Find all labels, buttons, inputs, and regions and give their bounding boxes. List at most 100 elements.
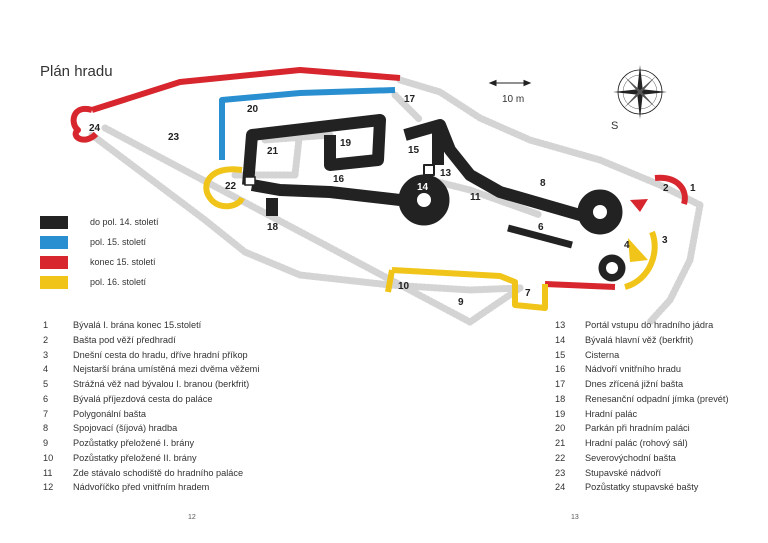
walls-16	[203, 166, 658, 311]
key-text: Dnešní cesta do hradu, dříve hradní přík…	[73, 349, 248, 360]
key-number: 17	[555, 379, 566, 389]
key-text: Pozůstatky přeložené I. brány	[73, 438, 195, 448]
map-label-14: 14	[417, 182, 429, 193]
map-label-23: 23	[168, 132, 180, 143]
key-text: Polygonální bašta	[73, 408, 147, 419]
key-item-11: 11 Zde stávalo schodiště do hradního palá…	[43, 466, 259, 481]
key-item-18: 18 Renesanční odpadní jímka (prevét)	[555, 392, 729, 407]
legend-label: do pol. 14. století	[90, 217, 159, 227]
legend-swatch	[40, 275, 68, 289]
key-item-3: 3 Dnešní cesta do hradu, dříve hradní pří…	[43, 348, 259, 363]
scale-label: 10 m	[502, 94, 524, 105]
map-label-7: 7	[525, 288, 531, 299]
map-label-3: 3	[662, 235, 668, 246]
key-item-17: 17 Dnes zřícená jižní bašta	[555, 377, 729, 392]
legend-swatch	[40, 215, 68, 229]
map-label-17: 17	[404, 94, 416, 105]
key-number: 14	[555, 334, 566, 345]
key-text: Bývalá příjezdová cesta do paláce	[73, 393, 213, 404]
tower-holes	[244, 176, 618, 274]
key-text: Nejstarší brána umístěná mezi dvěma věže…	[73, 364, 260, 375]
key-number: 5	[43, 379, 49, 389]
walls-14	[242, 114, 626, 282]
key-text: Renesanční odpadní jímka (prevét)	[585, 393, 729, 404]
key-text: Severovýchodní bašta	[585, 452, 676, 463]
key-text: Pozůstatky přeložené II. brány	[73, 452, 197, 463]
map-label-2: 2	[663, 183, 669, 194]
key-item-22: 22 Severovýchodní bašta	[555, 451, 729, 466]
key-text: Dnes zřícená jižní bašta	[585, 379, 684, 389]
key-text: Pozůstatky stupavské bašty	[585, 482, 699, 493]
ruined-walls	[88, 76, 704, 326]
map-label-9: 9	[458, 297, 464, 308]
key-number: 24	[555, 482, 566, 493]
legend-swatch	[40, 235, 68, 249]
key-number: 18	[555, 393, 566, 404]
legend-label: konec 15. století	[90, 257, 156, 267]
map-label-15: 15	[408, 145, 420, 156]
map-label-10: 10	[398, 281, 410, 292]
key-item-4: 4 Nejstarší brána umístěná mezi dvěma věž…	[43, 362, 259, 377]
legend-label: pol. 16. století	[90, 277, 147, 287]
key-number: 23	[555, 467, 566, 478]
map-label-22: 22	[225, 181, 237, 192]
map-label-8: 8	[540, 178, 546, 189]
key-number: 9	[43, 438, 49, 448]
map-label-6: 6	[538, 222, 544, 233]
page-number-right: 13	[571, 514, 579, 521]
legend-swatch	[40, 255, 68, 269]
legend-item: konec 15. století	[40, 253, 159, 271]
key-item-24: 24 Pozůstatky stupavské bašty	[555, 480, 729, 495]
key-item-7: 7 Polygonální bašta	[43, 407, 259, 422]
key-text: Bývalá I. brána konec 15.století	[73, 320, 202, 330]
key-text: Parkán při hradním paláci	[585, 423, 690, 434]
map-label-5: 5	[597, 207, 603, 218]
key-number: 4	[43, 364, 49, 375]
scale-bar	[488, 79, 532, 87]
map-label-13: 13	[440, 168, 452, 179]
map-label-1: 1	[690, 183, 696, 194]
key-text: Bývalá hlavní věž (berkfrit)	[585, 334, 694, 345]
key-text: Hradní palác	[585, 408, 638, 419]
key-text: Zde stávalo schodiště do hradního paláce	[73, 467, 244, 478]
key-number: 20	[555, 423, 566, 434]
key-number: 7	[43, 408, 49, 419]
key-number: 16	[555, 364, 566, 375]
key-text: Spojovací (šíjová) hradba	[73, 423, 178, 434]
map-label-18: 18	[267, 222, 279, 233]
legend-item: do pol. 14. století	[40, 213, 159, 231]
map-label-4: 4	[624, 240, 630, 251]
gate-triangle	[630, 199, 648, 212]
key-text: Hradní palác (rohový sál)	[585, 438, 688, 448]
map-label-21: 21	[267, 146, 279, 157]
legend-label: pol. 15. století	[90, 237, 147, 247]
key-number: 21	[555, 438, 566, 448]
key-number: 11	[43, 467, 53, 478]
map-label-16: 16	[333, 174, 345, 185]
key-number: 22	[555, 452, 566, 463]
map-label-19: 19	[340, 138, 352, 149]
key-number: 15	[555, 349, 566, 360]
key-number: 12	[43, 482, 54, 493]
map-label-12: 12	[440, 144, 452, 155]
key-number: 13	[555, 320, 566, 330]
compass-label: S	[611, 120, 618, 132]
castle-plan-map: 10 m S 123456789101112131415161718192021…	[70, 65, 704, 326]
key-number: 3	[43, 349, 49, 360]
key-text: Nádvoří vnitřního hradu	[585, 364, 682, 375]
compass-rose-icon	[613, 65, 667, 119]
key-number: 1	[43, 320, 49, 330]
key-item-14: 14 Bývalá hlavní věž (berkfrit)	[555, 333, 729, 348]
key-item-20: 20 Parkán při hradním paláci	[555, 421, 729, 436]
legend-item: pol. 15. století	[40, 233, 159, 251]
page-number-left: 12	[188, 514, 196, 521]
